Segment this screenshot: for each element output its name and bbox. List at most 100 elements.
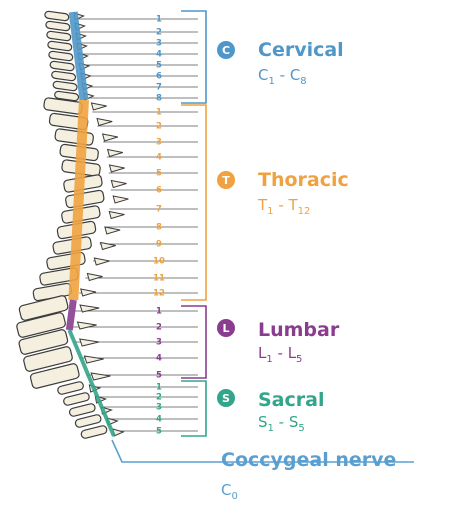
range-part: - bbox=[274, 413, 289, 431]
spinous-process bbox=[110, 179, 127, 189]
vertebra-body bbox=[63, 392, 90, 406]
sacral-bracket bbox=[181, 380, 207, 437]
thoracic-segment-number: 3 bbox=[156, 138, 162, 148]
coccygeal-range: C0 bbox=[221, 481, 238, 502]
range-part: S bbox=[289, 413, 299, 431]
thoracic-segment-number: 8 bbox=[156, 223, 162, 233]
cervical-cord-segment bbox=[68, 11, 89, 101]
range-part: 5 bbox=[296, 354, 302, 365]
cervical-bracket bbox=[181, 10, 207, 104]
coccygeal-leader bbox=[111, 439, 414, 463]
lumbar-segment-number: 4 bbox=[156, 354, 162, 364]
vertebra-body bbox=[74, 414, 102, 428]
range-part: S bbox=[258, 413, 268, 431]
spinous-process bbox=[90, 102, 107, 111]
thoracic-name: Thoracic bbox=[258, 169, 349, 191]
range-part: T bbox=[288, 196, 299, 214]
vertebra-body bbox=[51, 70, 77, 82]
spinous-process bbox=[108, 164, 125, 173]
thoracic-segment-number: 6 bbox=[156, 186, 162, 196]
spinous-process bbox=[79, 304, 100, 313]
lumbar-cord-segment bbox=[65, 299, 77, 331]
coccygeal-name: Coccygeal nerve bbox=[221, 449, 396, 471]
spinous-process bbox=[96, 117, 113, 127]
cervical-range: C1 - C8 bbox=[258, 66, 307, 87]
cervical-segment-number: 5 bbox=[156, 61, 162, 71]
sacral-segment-number: 2 bbox=[156, 393, 162, 403]
thoracic-cord-segment bbox=[68, 99, 89, 301]
range-part: - bbox=[274, 196, 289, 214]
lumbar-segment-number: 3 bbox=[156, 338, 162, 348]
thoracic-segment-number: 1 bbox=[156, 108, 162, 118]
vertebra-body bbox=[44, 10, 70, 22]
spinous-process bbox=[112, 195, 129, 204]
lumbar-segment-number: 1 bbox=[156, 307, 162, 317]
lumbar-segment-number: 5 bbox=[156, 371, 162, 381]
thoracic-segment-number: 10 bbox=[153, 257, 165, 267]
thoracic-segment-number: 5 bbox=[156, 169, 162, 179]
cervical-segment-number: 1 bbox=[156, 15, 162, 25]
range-part: - bbox=[273, 344, 288, 362]
range-part: 1 bbox=[268, 76, 274, 87]
sacral-segment-number: 1 bbox=[156, 383, 162, 393]
sacral-range: S1 - S5 bbox=[258, 413, 305, 434]
cervical-segment-number: 7 bbox=[156, 83, 162, 93]
cervical-segment-number: 8 bbox=[156, 94, 162, 104]
vertebra-body bbox=[48, 50, 74, 62]
spinous-process bbox=[83, 355, 104, 364]
vertebra-body bbox=[65, 189, 105, 209]
vertebra-body bbox=[57, 381, 84, 395]
thoracic-range: T1 - T12 bbox=[257, 196, 310, 217]
vertebra-body bbox=[18, 329, 69, 355]
lumbar-badge bbox=[217, 319, 235, 337]
sacral-segment-number: 5 bbox=[156, 427, 162, 437]
thoracic-segment-number: 4 bbox=[156, 153, 162, 163]
spinous-process bbox=[86, 272, 103, 282]
sacral-cord-segment bbox=[67, 329, 116, 437]
cervical-segment-number: 6 bbox=[156, 72, 162, 82]
cervical-segment-number: 4 bbox=[156, 50, 162, 60]
thoracic-segment-number: 11 bbox=[153, 274, 165, 284]
sacral-segment-number: 3 bbox=[156, 403, 162, 413]
sacral-badge-letter: S bbox=[222, 392, 230, 405]
range-part: L bbox=[288, 344, 297, 362]
vertebra-body bbox=[52, 80, 78, 92]
range-part: 0 bbox=[231, 491, 237, 502]
range-part: L bbox=[258, 344, 267, 362]
spinous-process bbox=[90, 372, 111, 381]
cervical-badge-letter: C bbox=[222, 44, 230, 57]
lumbar-bracket bbox=[181, 305, 207, 379]
vertebra-body bbox=[29, 363, 80, 389]
vertebra-body bbox=[49, 60, 75, 72]
range-part: 1 bbox=[268, 423, 274, 434]
cervical-segment-number: 3 bbox=[156, 39, 162, 49]
thoracic-segment-number: 12 bbox=[153, 289, 165, 299]
spinous-process bbox=[106, 148, 123, 158]
vertebra-body bbox=[46, 30, 72, 42]
spinous-process bbox=[99, 241, 116, 251]
spinous-process bbox=[104, 226, 121, 235]
thoracic-badge-letter: T bbox=[222, 174, 230, 187]
lumbar-segment-number: 2 bbox=[156, 323, 162, 333]
spinous-process bbox=[76, 321, 97, 330]
spinous-process bbox=[78, 338, 100, 347]
spinous-process bbox=[108, 210, 125, 220]
thoracic-bracket bbox=[181, 104, 207, 301]
spinous-process bbox=[93, 257, 110, 266]
vertebra-body bbox=[16, 312, 66, 338]
region-brackets bbox=[111, 10, 414, 463]
lumbar-range: L1 - L5 bbox=[258, 344, 302, 365]
range-part: T bbox=[257, 196, 268, 214]
range-part: 1 bbox=[266, 354, 272, 365]
thoracic-segment-number: 9 bbox=[156, 240, 162, 250]
spinous-process bbox=[101, 133, 118, 142]
vertebra-body bbox=[80, 425, 108, 439]
vertebra-body bbox=[68, 403, 96, 417]
range-part: C bbox=[290, 66, 300, 84]
sacral-segment-number: 4 bbox=[156, 415, 162, 425]
vertebra-body bbox=[54, 90, 80, 102]
range-part: - bbox=[275, 66, 290, 84]
range-part: 8 bbox=[300, 76, 306, 87]
